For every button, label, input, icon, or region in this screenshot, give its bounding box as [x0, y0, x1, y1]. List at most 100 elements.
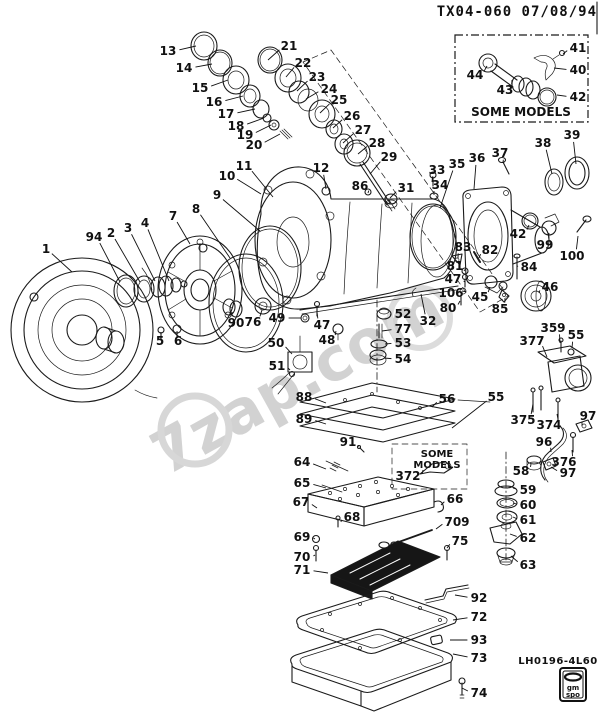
callout-709: 709 — [435, 515, 470, 530]
callout-number-76: 76 — [245, 315, 262, 329]
callout-62: 62 — [509, 531, 536, 545]
callout-leader-53 — [384, 342, 392, 345]
callout-20: 20 — [246, 133, 281, 152]
callout-76: 76 — [245, 309, 263, 329]
callout-leader-75 — [446, 544, 451, 549]
callout-3: 3 — [124, 221, 156, 282]
callout-number-14: 14 — [176, 61, 193, 75]
shaft-parts — [343, 139, 510, 212]
callout-17: 17 — [218, 107, 256, 121]
callout-34: 34 — [432, 178, 449, 196]
callout-number-37: 37 — [492, 146, 509, 160]
callout-33: 33 — [429, 163, 445, 183]
watermark-ring — [387, 285, 453, 351]
solenoid-assembly-377 — [530, 337, 592, 421]
callout-8: 8 — [192, 202, 231, 259]
callout-leader-14 — [195, 63, 213, 68]
callout-leader-2 — [114, 238, 141, 283]
callout-leader-74 — [461, 687, 469, 692]
callout-10: 10 — [219, 169, 262, 195]
callout-19: 19 — [237, 124, 272, 142]
callout-leader-40 — [553, 67, 567, 70]
callout-94: 94 — [86, 230, 121, 283]
callout-number-75: 75 — [452, 534, 469, 548]
callout-leader-10 — [237, 178, 262, 195]
callout-leader-77 — [381, 329, 392, 332]
oil-filter — [330, 540, 441, 600]
callout-73: 73 — [452, 651, 487, 665]
callout-leader-81 — [463, 269, 466, 272]
callout-number-61: 61 — [520, 513, 537, 527]
callout-number-10: 10 — [219, 169, 236, 183]
spacer-plates — [299, 382, 491, 453]
callout-leader-32 — [420, 293, 426, 315]
callout-leader-100 — [575, 235, 579, 250]
callout-leader-18 — [247, 117, 265, 125]
callout-number-92: 92 — [471, 591, 488, 605]
callout-number-1: 1 — [42, 242, 50, 256]
torque-converter — [10, 243, 208, 403]
callout-42: 42 — [510, 224, 530, 241]
callout-31: 31 — [389, 181, 414, 199]
callout-83: 83 — [455, 240, 471, 259]
callout-29: 29 — [369, 150, 397, 175]
callout-number-52: 52 — [395, 307, 412, 321]
callout-number-53: 53 — [395, 336, 412, 350]
sheet-title: TX04-060 07/08/94 — [437, 4, 597, 20]
callout-leader-63 — [510, 555, 519, 563]
callout-leader-69 — [313, 537, 316, 540]
callout-number-25: 25 — [331, 93, 348, 107]
callout-69: 69 — [294, 530, 316, 544]
callout-leader-12 — [323, 174, 327, 190]
callout-number-60: 60 — [520, 498, 537, 512]
callout-number-97: 97 — [560, 466, 577, 480]
callout-number-47: 47 — [314, 318, 331, 332]
callout-number-34: 34 — [432, 178, 449, 192]
callout-number-80: 80 — [440, 301, 457, 315]
callout-leader-71 — [313, 570, 329, 574]
callout-number-63: 63 — [520, 558, 537, 572]
callout-375: 375 — [510, 403, 536, 427]
callout-leader-55 — [451, 400, 487, 429]
footer-part-code: LH0196-4L60 — [518, 656, 597, 667]
callout-45: 45 — [472, 286, 491, 304]
callout-88: 88 — [296, 390, 327, 404]
callout-leader-45 — [487, 286, 491, 293]
callout-64: 64 — [294, 455, 327, 470]
callout-63: 63 — [510, 555, 537, 572]
callout-81: 81 — [447, 259, 466, 273]
callout-leader-70 — [313, 554, 316, 557]
callout-number-4: 4 — [141, 216, 149, 230]
callout-leader-72 — [452, 617, 468, 621]
callout-leader-106 — [461, 290, 467, 293]
speed-sensor-parts — [521, 212, 592, 236]
transmission-case — [254, 166, 459, 315]
callout-leader-92 — [454, 594, 468, 598]
callout-67: 67 — [293, 495, 318, 509]
callout-50: 50 — [268, 336, 293, 355]
callout-leader-86 — [367, 190, 370, 194]
callout-372: 372 — [395, 469, 424, 483]
callout-number-47: 47 — [445, 272, 462, 286]
callout-number-64: 64 — [294, 455, 311, 469]
callout-leader-50 — [285, 346, 293, 355]
callout-86: 86 — [352, 179, 370, 194]
callout-leader-59 — [512, 487, 517, 490]
callout-leader-17 — [237, 108, 256, 114]
callout-leader-19 — [255, 124, 272, 133]
callout-leader-51 — [287, 367, 291, 371]
diagram-art — [10, 1, 598, 712]
callout-23: 23 — [296, 70, 325, 92]
callout-leader-88 — [315, 398, 327, 404]
callout-377: 377 — [519, 334, 548, 358]
dashed-group-outline — [302, 49, 509, 313]
callout-number-27: 27 — [355, 123, 372, 137]
callout-leader-1 — [51, 253, 73, 273]
callout-71: 71 — [294, 563, 329, 577]
callout-number-15: 15 — [192, 81, 209, 95]
callout-28: 28 — [357, 136, 385, 155]
callout-number-2: 2 — [107, 226, 115, 240]
callout-39: 39 — [564, 128, 580, 165]
callout-number-32: 32 — [420, 314, 437, 328]
